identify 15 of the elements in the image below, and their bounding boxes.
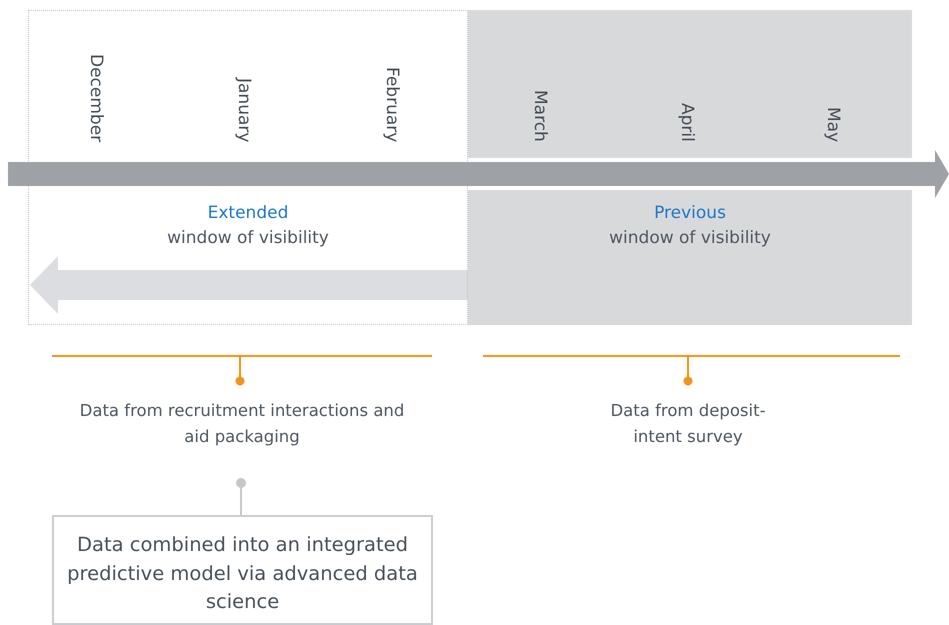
- month-label: January: [234, 78, 254, 142]
- window-title: Previous: [653, 203, 727, 223]
- month-label: March: [530, 90, 550, 142]
- data-source-text: Data from recruitment interactions and aid packaging: [72, 398, 412, 483]
- window-caption: window of visibility: [608, 228, 772, 248]
- month-label: April: [677, 103, 697, 142]
- month-label: February: [382, 66, 402, 142]
- data-source-text: Data from deposit-intent survey: [588, 398, 788, 458]
- month-label: May: [823, 106, 843, 142]
- window-caption: window of visibility: [166, 228, 330, 248]
- connector: [236, 478, 246, 515]
- window-title: Extended: [206, 202, 290, 222]
- process-box: Data combined into an integrated predictive model via advanced data science: [52, 515, 433, 625]
- window-panel: [468, 10, 912, 325]
- month-label: December: [86, 54, 106, 142]
